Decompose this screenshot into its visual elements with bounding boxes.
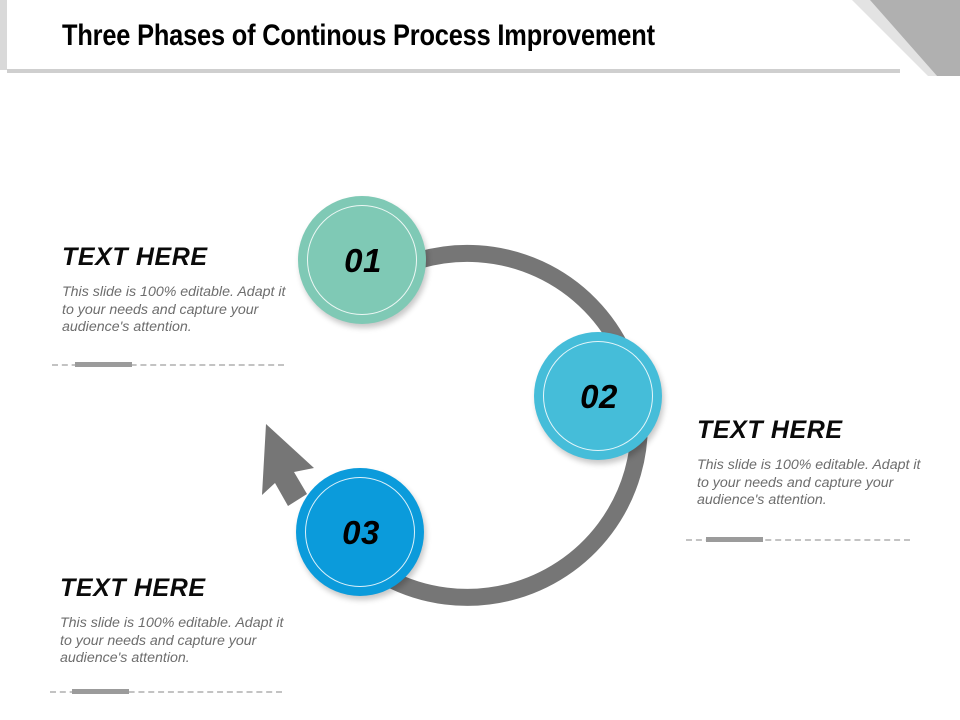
cycle-node-03[interactable]: 03 <box>296 468 424 596</box>
text-block-heading: TEXT HERE <box>697 416 843 444</box>
header-left-accent-bar <box>0 0 7 70</box>
text-block-01: TEXT HERE This slide is 100% editable. A… <box>62 243 287 337</box>
underline-dashes <box>50 690 282 693</box>
text-block-heading: TEXT HERE <box>60 574 206 602</box>
underline-dashes <box>686 538 910 541</box>
node-number-label: 02 <box>580 378 618 415</box>
text-block-03: TEXT HERE This slide is 100% editable. A… <box>60 574 285 668</box>
text-block-heading: TEXT HERE <box>62 243 208 271</box>
underline-dashes <box>52 363 284 366</box>
node-inner-ring <box>543 341 653 451</box>
node-number-label: 01 <box>344 242 382 279</box>
cycle-arrow-arc <box>262 244 648 606</box>
text-block-body: This slide is 100% editable. Adapt it to… <box>62 284 286 335</box>
text-block-02-underline <box>686 537 910 542</box>
node-inner-ring <box>305 477 415 587</box>
text-block-body: This slide is 100% editable. Adapt it to… <box>60 615 284 666</box>
underline-solid-segment <box>75 362 132 367</box>
arc-arrowhead-icon <box>262 424 314 506</box>
text-block-01-underline <box>52 362 284 367</box>
text-block-02: TEXT HERE This slide is 100% editable. A… <box>697 416 922 510</box>
node-number-label: 03 <box>342 514 380 551</box>
text-block-body: This slide is 100% editable. Adapt it to… <box>697 457 921 508</box>
text-block-03-underline <box>50 689 282 694</box>
header-divider <box>7 69 900 73</box>
slide-header: Three Phases of Continous Process Improv… <box>0 0 960 76</box>
node-inner-ring <box>307 205 417 315</box>
cycle-node-01[interactable]: 01 <box>298 196 426 324</box>
arc-path <box>333 244 648 606</box>
page-title: Three Phases of Continous Process Improv… <box>62 19 655 52</box>
cycle-node-02[interactable]: 02 <box>534 332 662 460</box>
underline-solid-segment <box>72 689 129 694</box>
underline-solid-segment <box>706 537 763 542</box>
process-cycle-diagram: 01 02 03 TEXT HERE This slide is 100% ed… <box>0 76 960 720</box>
